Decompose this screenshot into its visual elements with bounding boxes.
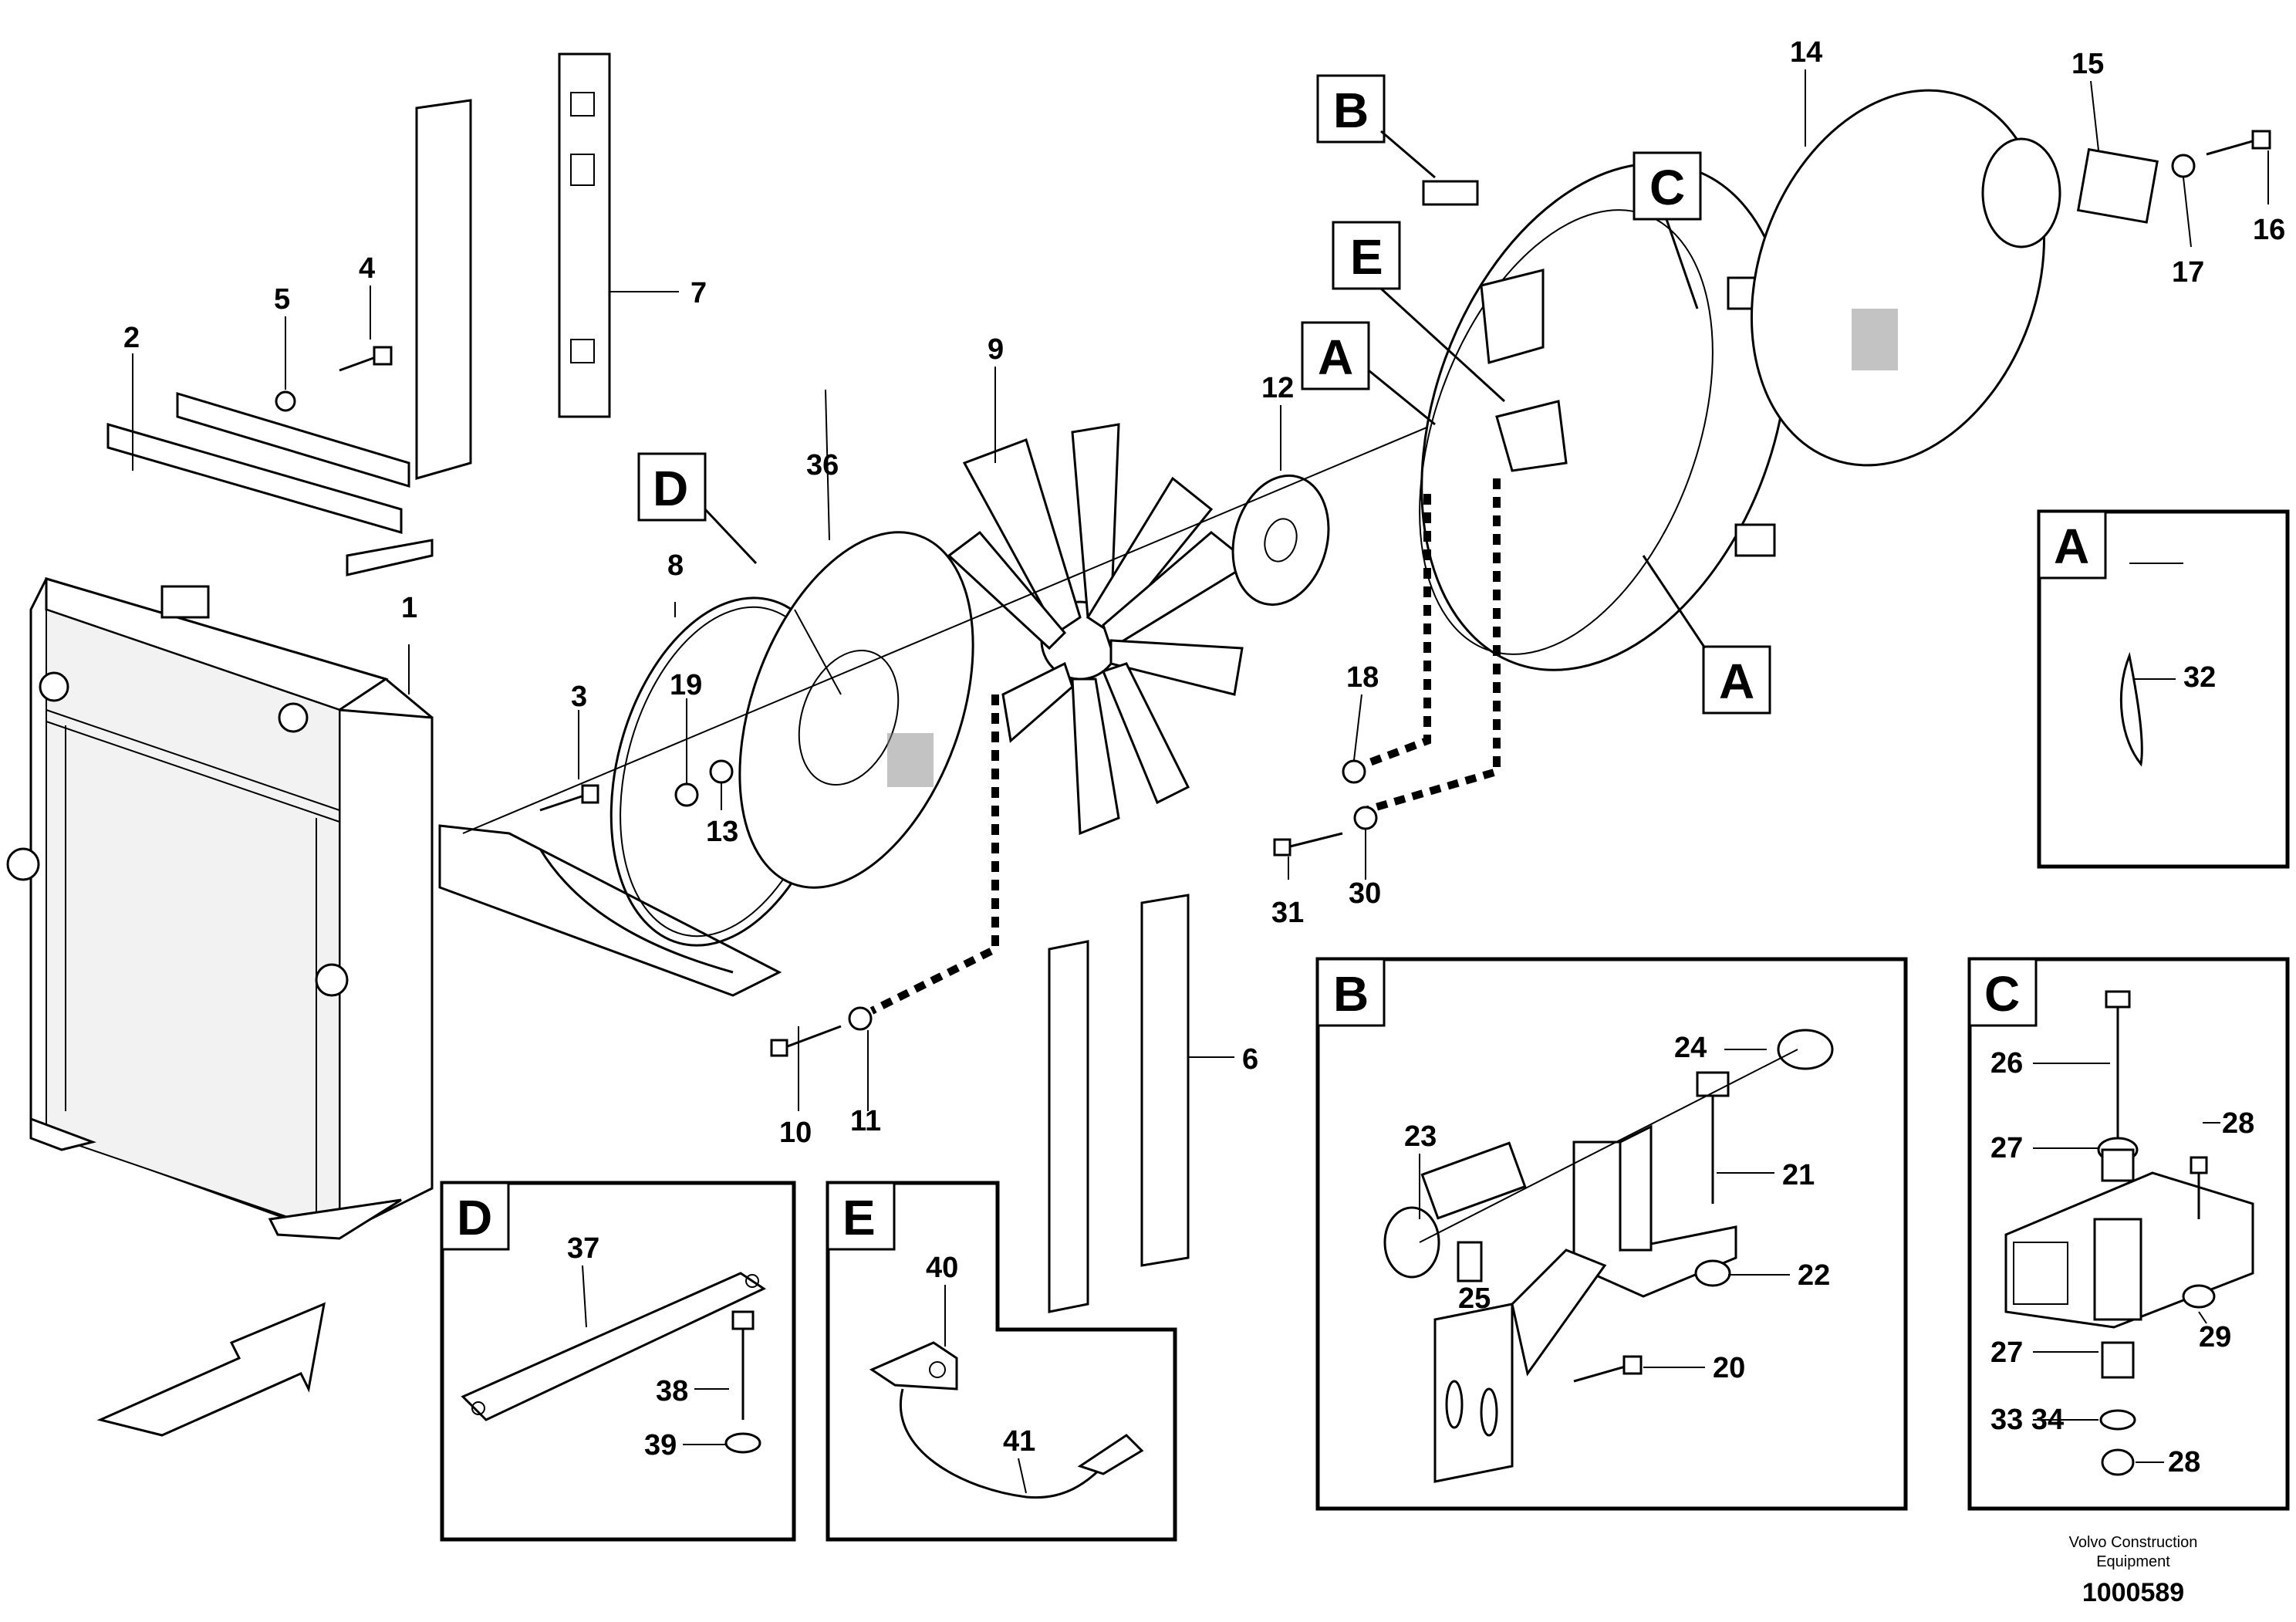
label-17: 17: [2172, 256, 2204, 289]
label-10: 10: [779, 1117, 812, 1149]
label-23: 23: [1404, 1120, 1437, 1153]
svg-text:D: D: [457, 1190, 492, 1245]
label-40: 40: [926, 1252, 958, 1284]
footer: Volvo Construction Equipment 1000589: [2069, 1534, 2198, 1607]
label-22: 22: [1798, 1259, 1830, 1292]
callout-B: B: [1333, 83, 1369, 138]
label-1: 1: [401, 592, 417, 624]
label-27-bottom: 27: [1990, 1336, 2023, 1369]
callout-A-bottom: A: [1719, 654, 1754, 709]
label-37: 37: [567, 1232, 599, 1265]
callout-C: C: [1649, 160, 1685, 215]
document-number: 1000589: [2082, 1578, 2184, 1607]
label-11: 11: [850, 1105, 881, 1137]
label-15: 15: [2071, 48, 2104, 80]
label-32: 31: [1271, 897, 1304, 929]
dashed-leader-fan: [869, 694, 999, 1015]
label-8: 8: [667, 549, 684, 582]
detail-panel-C: C 26 28 27 29 27 33 34 28 28: [1967, 957, 2290, 1511]
label-29: 28: [2222, 1107, 2254, 1140]
label-21: 21: [1782, 1159, 1815, 1191]
label-26: 26: [1990, 1047, 2023, 1080]
label-16: 16: [2253, 214, 2285, 246]
shroud-bracket: [438, 824, 782, 997]
label-36: 36: [806, 449, 839, 482]
label-18: 18: [1346, 661, 1379, 694]
detail-panel-D: D 37 38 39: [440, 1181, 796, 1542]
label-3: 3: [571, 681, 587, 713]
callout-D: D: [653, 461, 688, 516]
label-24: 24: [1674, 1032, 1707, 1064]
label-2: 2: [123, 322, 140, 354]
part-number-labels: 1 2 3 4 5 6 7 8 9 10 11 12 13 14 15 16 1…: [123, 36, 2285, 1149]
airflow-arrow: [96, 1302, 326, 1437]
number-leaders: [132, 69, 2269, 1111]
detail-panel-E: E 40 41: [826, 1181, 1177, 1542]
label-5: 5: [274, 283, 290, 316]
detail-panel-B: B 24 23 21 22 25 20: [1315, 957, 1908, 1511]
motor-15: [1981, 130, 2271, 248]
label-20: 20: [1713, 1352, 1745, 1384]
pulley-12: [1231, 474, 1330, 607]
guard-disc-14: [1750, 89, 2046, 467]
label-14: 14: [1790, 36, 1822, 69]
company-line1: Volvo Construction: [2069, 1534, 2198, 1551]
label-19: 19: [670, 669, 702, 701]
seal-strips: [106, 52, 1190, 1313]
detail-panel-A: A 32: [2037, 509, 2290, 869]
label-28-visible: 28: [2168, 1446, 2200, 1478]
label-39: 39: [644, 1429, 677, 1461]
radiator: [6, 576, 434, 1240]
company-line2: Equipment: [2096, 1553, 2170, 1570]
svg-text:E: E: [842, 1190, 876, 1245]
svg-text:C: C: [1984, 966, 2020, 1022]
label-33-34: 32: [2183, 661, 2216, 694]
callout-letter-boxes: B C E A A D: [637, 74, 1771, 715]
dashed-leader-18: [1364, 494, 1431, 768]
label-41: 41: [1003, 1425, 1035, 1458]
label-25: 25: [1458, 1282, 1491, 1315]
callout-A-top: A: [1318, 329, 1353, 385]
svg-text:B: B: [1333, 966, 1369, 1022]
label-6: 6: [1242, 1043, 1258, 1076]
label-4: 4: [359, 252, 375, 285]
label-38: 38: [656, 1375, 688, 1407]
dashed-leader-31: [1364, 478, 1501, 814]
label-9: 9: [988, 333, 1004, 366]
callout-E: E: [1350, 229, 1383, 285]
label-27-top: 27: [1990, 1132, 2023, 1164]
svg-text:A: A: [2054, 519, 2089, 574]
label-31: 30: [1349, 877, 1381, 910]
fan-blade-9: [947, 423, 1252, 836]
label-13: 13: [706, 816, 738, 848]
label-12: 12: [1261, 372, 1294, 404]
label-30: 29: [2199, 1321, 2231, 1353]
guard-disc-36: [738, 531, 974, 889]
label-7: 7: [690, 277, 707, 309]
bolt-4-washer-5: [275, 346, 393, 412]
